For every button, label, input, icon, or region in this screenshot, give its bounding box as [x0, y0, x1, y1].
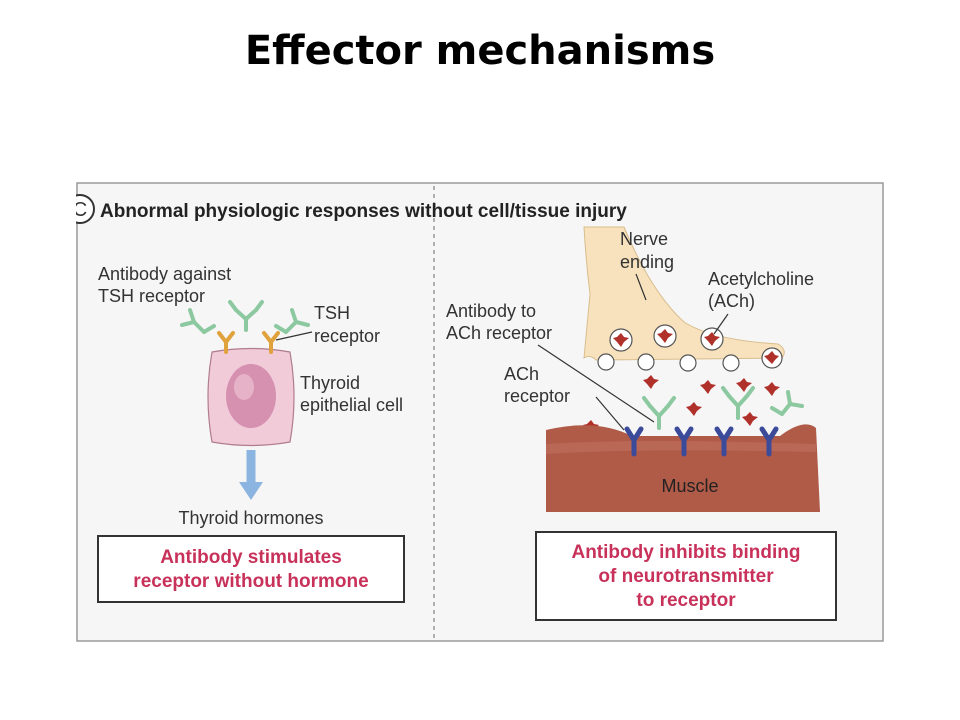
- thyroid-cell-label-2: epithelial cell: [300, 395, 403, 415]
- right-panel: Nerve ending Acetylcholine (ACh) Antibod…: [446, 226, 837, 621]
- antibody-to-ach-label-1: Antibody to: [446, 301, 536, 321]
- antibody-to-ach-pointer: [537, 344, 655, 423]
- right-caption-line-2: of neurotransmitter: [598, 566, 774, 587]
- muscle-highlight: [546, 441, 816, 454]
- right-caption-line-1: Antibody inhibits binding: [571, 542, 800, 563]
- left-caption-line-2: receptor without hormone: [133, 571, 368, 592]
- tsh-receptor-label-2: receptor: [314, 326, 380, 346]
- thyroid-hormones-label: Thyroid hormones: [178, 508, 323, 528]
- antibody-against-label-2: TSH receptor: [98, 286, 205, 306]
- ach-receptor-2: [674, 426, 694, 457]
- ach-receptors: [624, 426, 779, 457]
- ach-receptor-1: [624, 426, 644, 457]
- nerve-ending-label-1: Nerve: [620, 229, 668, 249]
- panel-letter: C: [76, 199, 87, 221]
- ach-label-2: (ACh): [708, 291, 755, 311]
- pathology-figure: C Abnormal physiologic responses without…: [76, 182, 884, 642]
- ach-antibodies: [642, 386, 804, 430]
- tsh-antibody-1: [180, 308, 216, 334]
- right-caption-box: [535, 531, 837, 621]
- left-caption-box: [97, 535, 405, 603]
- tsh-receptor-label-1: TSH: [314, 303, 350, 323]
- cell-nucleus-highlight: [234, 374, 254, 400]
- panel-letter-circle: [76, 194, 95, 224]
- slide-title: Effector mechanisms: [244, 28, 716, 74]
- thyroid-cell-label-1: Thyroid: [300, 373, 360, 393]
- nerve-ending: [583, 226, 785, 361]
- ach-receptor-4: [759, 426, 779, 457]
- panel-heading: Abnormal physiologic responses without c…: [100, 201, 627, 222]
- tsh-antibody-3: [274, 308, 310, 334]
- ach-receptor-3: [714, 426, 734, 457]
- ach-antibody-1: [642, 396, 676, 430]
- nerve-ending-pointer: [635, 273, 647, 301]
- ach-antibody-2: [721, 386, 755, 420]
- ach-receptor-label-2: receptor: [504, 386, 570, 406]
- tsh-antibody-2: [228, 300, 264, 332]
- muscle-label: Muscle: [661, 476, 718, 496]
- tsh-receptor-1: [217, 331, 235, 354]
- ach-pointer: [713, 313, 729, 335]
- left-panel: Antibody against TSH receptor TSH recept…: [97, 264, 405, 603]
- tsh-receptor-pointer: [275, 331, 313, 341]
- ach-label-1: Acetylcholine: [708, 269, 814, 289]
- ach-receptor-pointer: [595, 396, 625, 431]
- ach-antibody-3: [770, 390, 804, 416]
- antibody-to-ach-label-2: ACh receptor: [446, 323, 552, 343]
- right-caption-line-3: to receptor: [636, 590, 736, 611]
- nerve-ending-label-2: ending: [620, 252, 674, 272]
- antibody-against-label-1: Antibody against: [98, 264, 231, 284]
- left-caption-line-1: Antibody stimulates: [160, 547, 342, 568]
- hormone-arrow-head: [239, 482, 263, 500]
- ach-in-vesicles: [613, 329, 779, 364]
- ach-receptor-label-1: ACh: [504, 364, 539, 384]
- tsh-receptor-2: [262, 331, 280, 354]
